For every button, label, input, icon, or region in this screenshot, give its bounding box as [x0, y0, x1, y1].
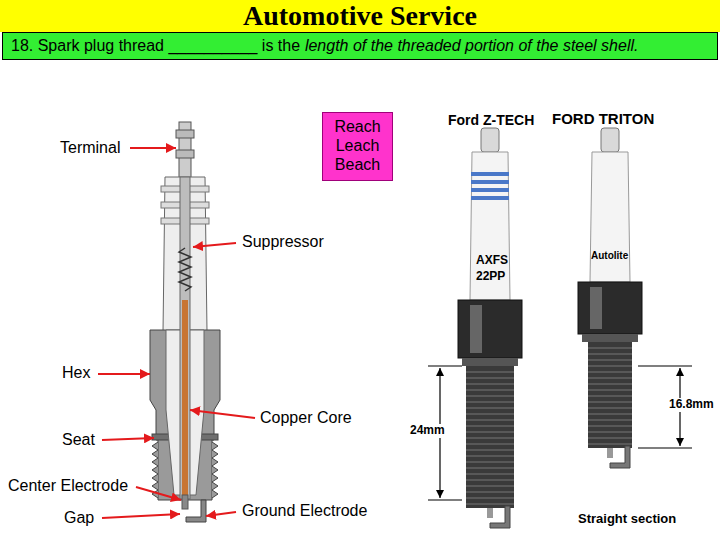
box-text: Reach: [331, 117, 384, 136]
question-box: 18. Spark plug thread __________ is the l…: [2, 32, 718, 60]
plug-marking: 22PP: [476, 270, 505, 284]
spark-plug-photo: [470, 152, 510, 300]
spark-plug-photo: [588, 348, 632, 444]
part-label: Hex: [62, 364, 90, 382]
spark-plug-cutaway: [182, 300, 188, 498]
spark-plug-cutaway: [182, 495, 188, 509]
spark-plug-photo: [470, 305, 482, 353]
box-text: Leach: [331, 136, 384, 155]
dimension-line: [638, 365, 692, 366]
dimension-line: [428, 499, 462, 500]
part-label: Suppressor: [242, 233, 324, 251]
plug-marking: AXFS: [476, 254, 508, 268]
part-label: Gap: [64, 509, 94, 527]
leader-arrow: [190, 410, 255, 418]
spark-plug-cutaway: [152, 442, 158, 498]
plug-name: FORD TRITON: [552, 110, 654, 127]
spark-plug-photo: [458, 300, 522, 358]
spark-plug-photo: [471, 188, 509, 192]
spark-plug-photo: [590, 152, 630, 282]
leader-arrow: [102, 514, 180, 518]
spark-plug-photo: [481, 128, 499, 152]
spark-plug-photo: [601, 128, 619, 152]
dimension-label: 24mm: [408, 424, 447, 438]
plug-name: Ford Z-TECH: [448, 112, 534, 128]
dimension-label: 16.8mm: [667, 398, 716, 412]
spark-plug-cutaway: [176, 150, 194, 158]
spark-plug-photo: [466, 366, 514, 508]
spark-plug-cutaway: [186, 500, 206, 522]
part-label: Ground Electrode: [242, 502, 367, 520]
spark-plug-cutaway: [180, 177, 190, 499]
spark-plug-cutaway: [150, 122, 220, 522]
spark-plug-photo: [487, 508, 493, 518]
spark-plug-photo: [590, 287, 602, 329]
leader-arrow: [193, 243, 236, 247]
part-label: Terminal: [60, 139, 120, 157]
plug-marking: Autolite: [591, 250, 628, 262]
dimension-line: [428, 366, 692, 500]
leader-arrow: [102, 438, 154, 440]
part-label: Seat: [62, 431, 95, 449]
spark-plug-photo: [471, 180, 509, 184]
spark-plug-photo: [471, 172, 509, 176]
leader-arrow: [130, 147, 176, 149]
spark-plug-photo: [610, 446, 630, 468]
spark-plug-photo: [466, 372, 514, 504]
box-text: Beach: [331, 155, 384, 174]
part-label: Copper Core: [260, 409, 352, 427]
box-text: length of the threaded portion of the st…: [305, 37, 639, 54]
dimension-line: [428, 365, 462, 366]
leader-arrow: [136, 487, 181, 500]
slide-title: Automotive Service: [0, 0, 720, 32]
spark-plug-photo: [471, 196, 509, 200]
part-label: Straight section: [578, 512, 676, 527]
spark-plug-photo: [462, 358, 518, 366]
spark-plug-photo: [582, 334, 638, 342]
leader-arrow: [98, 373, 150, 375]
spark-plug-photo: [607, 448, 613, 458]
spark-plug-photo: [578, 282, 642, 334]
part-label: Center Electrode: [8, 477, 128, 495]
spark-plug-photo: [490, 506, 510, 528]
leader-arrow: [98, 148, 255, 518]
dimension-line: [638, 447, 692, 448]
answer-choices-box: ReachLeachBeach: [322, 112, 393, 181]
spark-plug-cutaway: [179, 248, 191, 291]
spark-plug-cutaway: [176, 130, 194, 138]
spark-plug-cutaway: [212, 442, 218, 498]
leader-arrow: [206, 512, 236, 516]
spark-plug-photo: [588, 342, 632, 448]
spark-plug-photo: [458, 128, 642, 528]
box-text: 18. Spark plug thread __________ is the: [11, 37, 300, 54]
